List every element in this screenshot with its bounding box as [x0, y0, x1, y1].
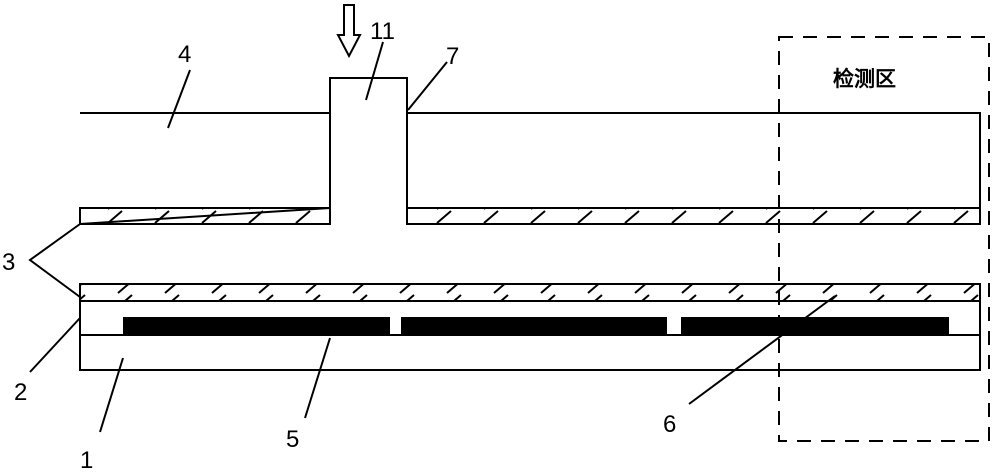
leader-3	[28, 223, 81, 298]
electrode-3	[681, 317, 949, 335]
leader-7	[407, 61, 448, 111]
leader-4	[167, 69, 191, 129]
leader-6	[688, 295, 836, 405]
leader-11	[365, 41, 384, 101]
leader-1	[99, 357, 124, 433]
upper-hatched-layer-left	[79, 207, 331, 225]
leader-2	[29, 317, 81, 373]
leader-5	[304, 337, 331, 419]
label-6: 6	[663, 411, 676, 438]
upper-hatched-layer-right	[406, 207, 981, 225]
lower-hatched-layer	[79, 283, 981, 302]
detection-zone-box	[778, 36, 990, 442]
label-5: 5	[286, 426, 299, 453]
cover-plate	[79, 77, 981, 225]
label-1: 1	[80, 447, 93, 474]
inlet-arrow-icon	[336, 4, 362, 59]
label-7: 7	[446, 43, 459, 70]
detection-zone-label: 检测区	[833, 67, 896, 91]
label-2: 2	[14, 379, 27, 406]
label-3: 3	[2, 249, 15, 276]
electrode-2	[401, 317, 667, 335]
substrate	[79, 334, 981, 371]
electrode-1	[123, 317, 390, 335]
label-4: 4	[178, 41, 191, 68]
label-11: 11	[370, 18, 395, 45]
